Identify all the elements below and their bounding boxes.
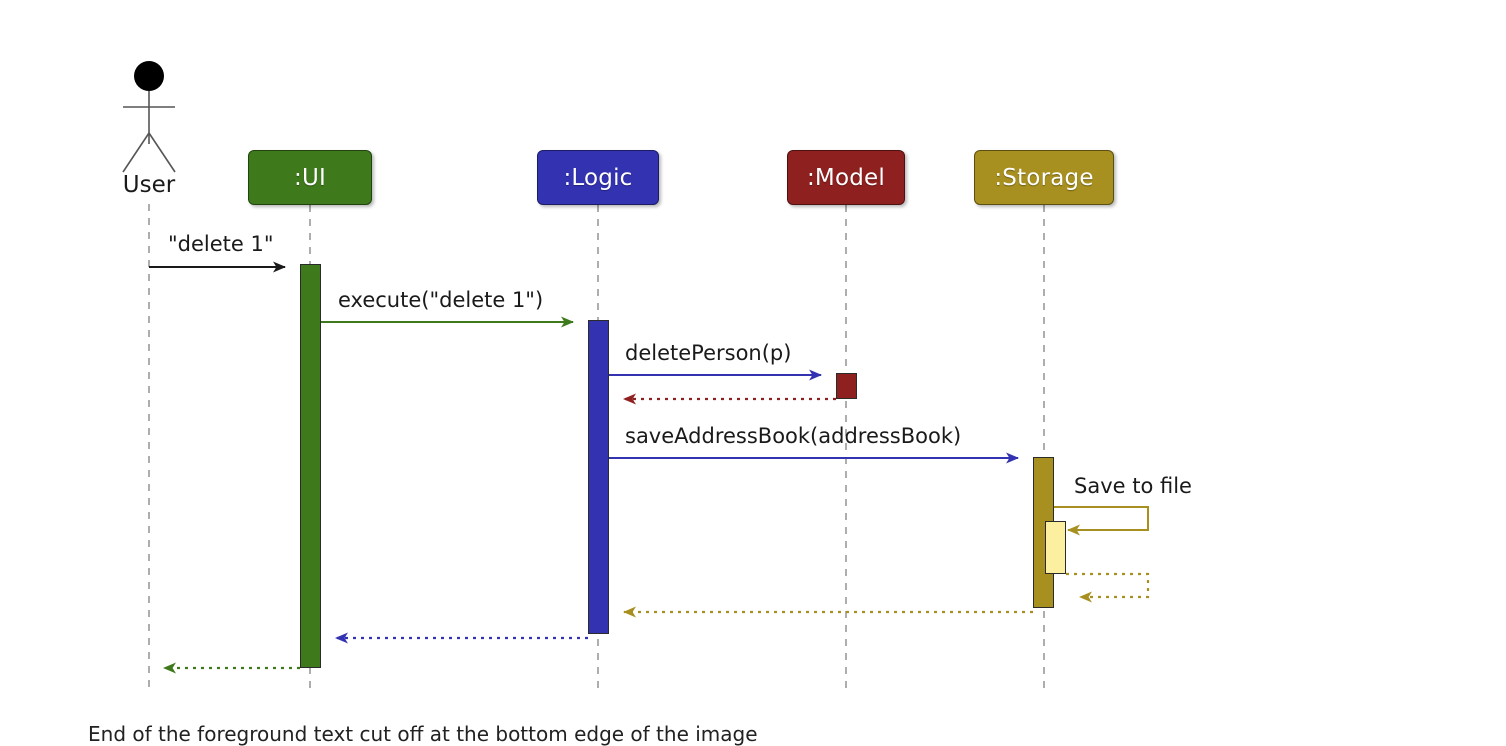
actor-stick-figure xyxy=(122,61,176,173)
message-m6-self-arrow xyxy=(1054,506,1149,536)
participant-box-model[interactable]: :Model xyxy=(787,150,905,205)
actor-head-icon xyxy=(134,61,164,91)
actor-left-leg-icon xyxy=(122,132,150,173)
participant-box-logic[interactable]: :Logic xyxy=(537,150,659,205)
message-label-m5: saveAddressBook(addressBook) xyxy=(625,424,962,448)
message-label-m2: execute("delete 1") xyxy=(338,288,544,312)
model-activation xyxy=(836,373,857,399)
logic-activation xyxy=(588,320,609,634)
message-m7-self-arrow xyxy=(1066,572,1150,603)
participant-label-model: :Model xyxy=(806,164,885,191)
participant-box-storage[interactable]: :Storage xyxy=(974,150,1114,205)
message-label-m1: "delete 1" xyxy=(168,232,274,256)
participant-label-logic: :Logic xyxy=(563,164,633,191)
storage-nested-activation xyxy=(1045,521,1066,574)
actor-right-leg-icon xyxy=(148,132,176,173)
message-label-m6: Save to file xyxy=(1074,474,1192,498)
message-label-m3: deletePerson(p) xyxy=(625,341,792,365)
ui-activation xyxy=(300,264,321,668)
participant-label-storage: :Storage xyxy=(994,164,1094,191)
message-arrow-group xyxy=(149,261,1150,674)
figure-caption: End of the foreground text cut off at th… xyxy=(88,722,758,746)
participant-box-ui[interactable]: :UI xyxy=(248,150,372,205)
actor-label-user: User xyxy=(122,172,176,198)
participant-label-ui: :UI xyxy=(294,164,326,191)
